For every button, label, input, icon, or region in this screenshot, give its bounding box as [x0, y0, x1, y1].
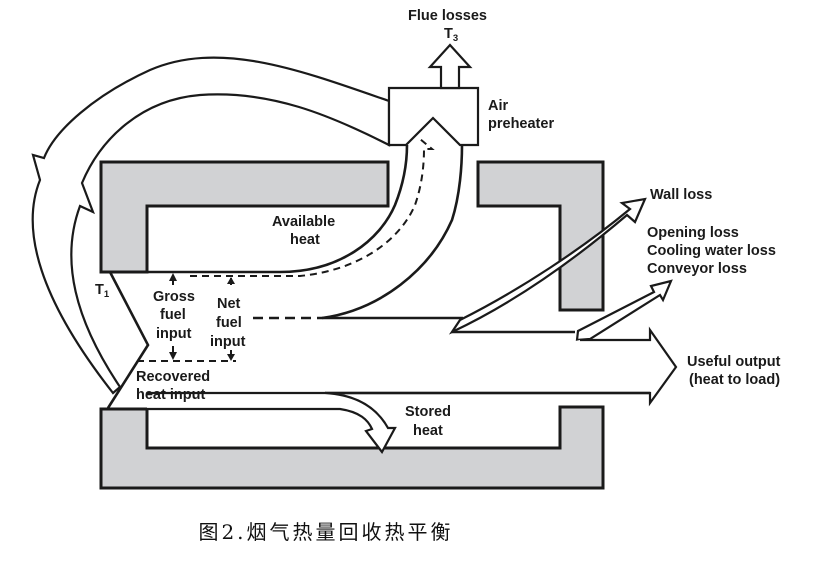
conveyor-loss-label: Conveyor loss	[647, 261, 747, 277]
available-heat-arrow-outer	[321, 144, 464, 320]
gross-fuel-arrow-down-head	[169, 352, 177, 360]
wall-loss-label: Wall loss	[650, 187, 712, 203]
gross-fuel-label-line1: Gross	[153, 289, 195, 305]
available-heat-label-line1: Available	[272, 214, 335, 230]
t1-label: T1	[95, 282, 110, 300]
air-preheater-label-line1: Air	[488, 98, 509, 114]
available-heat-label-line2: heat	[290, 232, 320, 248]
air-preheater-label-line2: preheater	[488, 116, 554, 132]
net-fuel-label-line2: fuel	[216, 315, 242, 331]
stored-heat-label-line1: Stored	[405, 404, 451, 420]
useful-output-label-line2: (heat to load)	[689, 372, 780, 388]
opening-loss-label: Opening loss	[647, 225, 739, 241]
wall-loss-arrow	[448, 197, 647, 335]
misc-loss-arrow	[575, 279, 673, 342]
useful-output-label-line1: Useful output	[687, 354, 781, 370]
gross-fuel-label-line2: fuel	[160, 307, 186, 323]
available-heat-upper-boundary	[147, 144, 409, 274]
burner-wall-edge	[106, 271, 150, 409]
gross-fuel-label-line3: input	[156, 326, 192, 342]
net-fuel-label-line1: Net	[217, 296, 241, 312]
cooling-water-loss-label: Cooling water loss	[647, 243, 776, 259]
recovered-heat-label-line2: heat input	[136, 387, 205, 403]
recovered-heat-label-line1: Recovered	[136, 369, 210, 385]
stored-heat-arrow	[147, 391, 397, 455]
net-fuel-arrow-down-head	[227, 354, 235, 361]
net-fuel-arrow-up-head	[227, 277, 235, 284]
net-fuel-dashed-path	[190, 138, 435, 277]
air-preheater-box	[387, 86, 480, 147]
recovered-heat-loop-arrow	[31, 56, 391, 395]
net-fuel-label-line3: input	[210, 334, 246, 350]
furnace-top-right-wall	[476, 160, 605, 312]
gross-fuel-arrow-up-head	[169, 273, 177, 281]
stored-heat-label-line2: heat	[413, 423, 443, 439]
flue-losses-label: Flue losses	[408, 8, 487, 24]
figure-caption: 图2.烟气热量回收热平衡	[198, 520, 454, 544]
furnace-hearth-wall	[99, 405, 605, 490]
furnace-top-left-wall	[99, 160, 390, 274]
t3-label: T3	[444, 26, 458, 44]
flue-losses-arrow	[427, 43, 473, 90]
